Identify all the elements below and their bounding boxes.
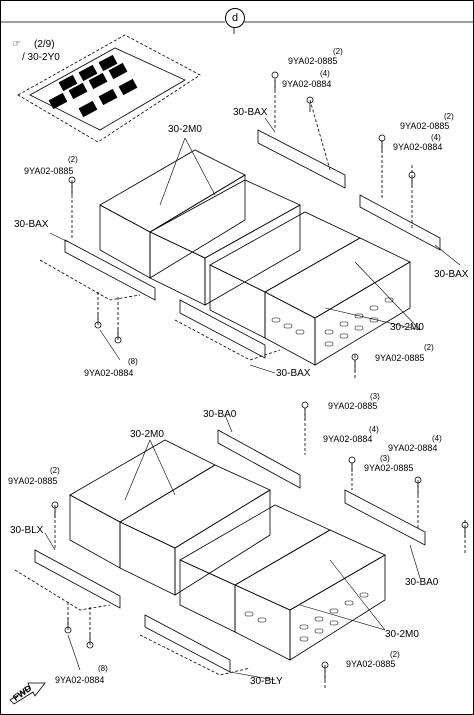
qty-label: (3) <box>380 454 390 463</box>
section-marker: d <box>225 8 245 28</box>
qty-label: (4) <box>369 425 379 434</box>
part-label-30-blx: 30-BLX <box>10 525 44 536</box>
bracket-bax-right <box>359 194 441 251</box>
qty-label: (2) <box>390 650 400 659</box>
bracket-ba0-top <box>217 429 301 489</box>
connector-cover-illustration <box>17 34 201 143</box>
qty-label: (2) <box>424 343 434 352</box>
part-label-bolt-0885: 9YA02-0885 <box>364 463 414 473</box>
upper-battery-module-group <box>39 71 441 380</box>
leader-lines <box>44 117 461 681</box>
qty-label: (3) <box>370 392 380 401</box>
connector-icon: ☞ <box>12 39 21 50</box>
qty-label: (8) <box>98 664 108 673</box>
part-label-30-2m0: 30-2M0 <box>385 629 419 640</box>
part-label-bolt-0884: 9YA02-0884 <box>84 368 134 378</box>
lower-battery-module-group <box>14 401 469 690</box>
ref-code-label: / 30-2Y0 <box>22 52 60 63</box>
part-label-30-2m0: 30-2M0 <box>168 124 202 135</box>
part-label-bolt-0884: 9YA02-0884 <box>323 434 373 444</box>
part-label-bolt-0885: 9YA02-0885 <box>288 56 338 66</box>
part-label-30-bax: 30-BAX <box>14 219 49 230</box>
bracket-bax-top <box>257 129 346 189</box>
part-label-bolt-0884: 9YA02-0884 <box>393 142 443 152</box>
fwd-arrow <box>9 682 46 705</box>
qty-label: (2) <box>333 47 343 56</box>
qty-label: (4) <box>320 69 330 78</box>
bolts-upper <box>68 71 416 372</box>
bracket-blx <box>34 549 121 609</box>
part-label-30-ba0: 30-BA0 <box>405 577 439 588</box>
part-label-30-2m0: 30-2M0 <box>130 429 164 440</box>
part-label-bolt-0885: 9YA02-0885 <box>375 353 425 363</box>
part-label-bolt-0884: 9YA02-0884 <box>55 675 105 685</box>
bracket-bax-left <box>64 239 156 301</box>
part-label-30-ba0: 30-BA0 <box>203 409 237 420</box>
part-label-bolt-0885: 9YA02-0885 <box>24 166 74 176</box>
part-label-30-bax: 30-BAX <box>276 368 311 379</box>
qty-label: (4) <box>431 133 441 142</box>
part-label-30-bax: 30-BAX <box>233 107 268 118</box>
part-label-bolt-0885: 9YA02-0885 <box>8 476 58 486</box>
part-label-30-2m0: 30-2M0 <box>390 322 424 333</box>
part-label-30-bax: 30-BAX <box>434 269 469 280</box>
qty-label: (4) <box>432 434 442 443</box>
part-label-bolt-0884: 9YA02-0884 <box>388 443 438 453</box>
part-label-bolt-0885: 9YA02-0885 <box>400 121 450 131</box>
bracket-bax-bottom <box>179 299 266 359</box>
bracket-ba0-right <box>344 489 426 546</box>
qty-label: (2) <box>444 112 454 121</box>
bolts-lower <box>51 401 469 680</box>
qty-label: (8) <box>128 357 138 366</box>
part-label-bolt-0885: 9YA02-0885 <box>328 401 378 411</box>
qty-label: (2) <box>68 155 78 164</box>
qty-label: (2) <box>50 466 60 475</box>
ref-page-label: (2/9) <box>34 39 55 50</box>
part-label-bolt-0884: 9YA02-0884 <box>282 79 332 89</box>
part-label-bolt-0885: 9YA02-0885 <box>346 659 396 669</box>
part-label-30-bly: 30-BLY <box>250 676 283 687</box>
